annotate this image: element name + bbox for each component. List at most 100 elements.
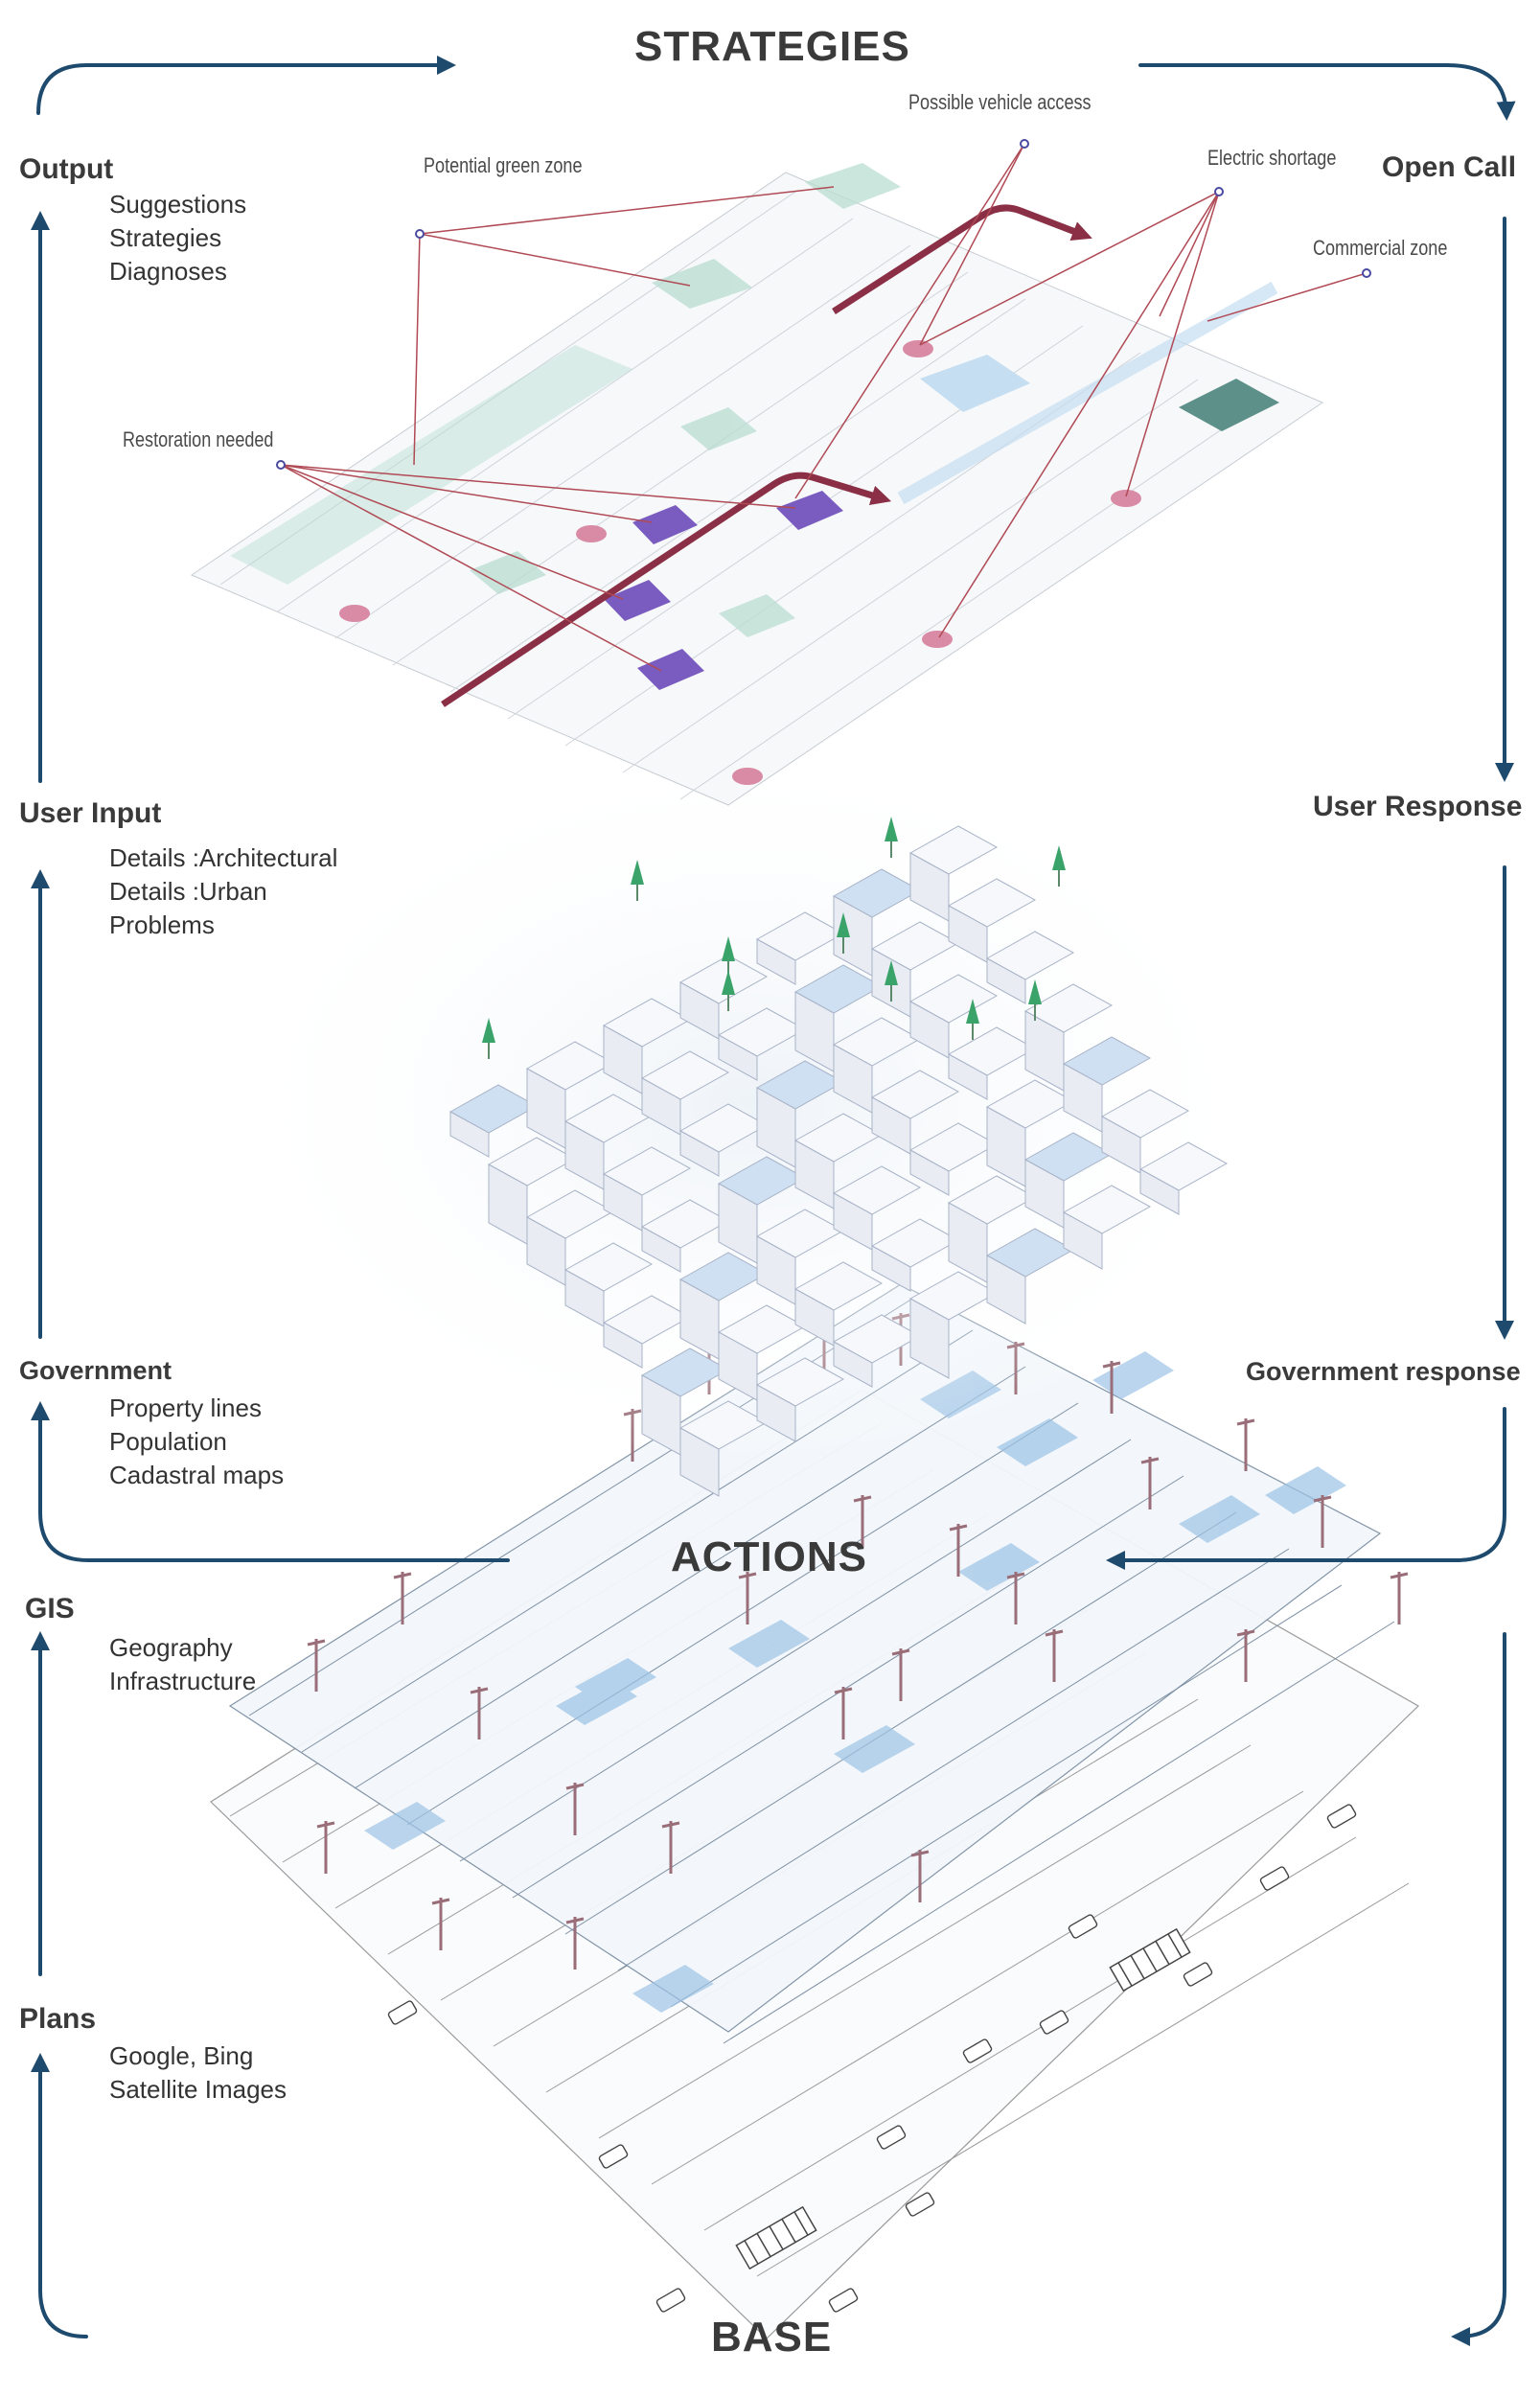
utility-pole-arm [1313, 1495, 1332, 1503]
city-building-wall [1063, 1211, 1103, 1270]
plans-item: Google, Bing [109, 2041, 254, 2070]
city-building-wall [679, 1427, 720, 1497]
utility-pole-arm [910, 1850, 930, 1857]
tree-crown [482, 1018, 495, 1043]
city-building-wall [756, 1384, 796, 1442]
city-building-wall [871, 1245, 911, 1292]
plans-item: Satellite Images [109, 2075, 287, 2104]
city-building-wall [909, 1149, 950, 1196]
utility-pole-arm [1006, 1572, 1025, 1579]
action-blue-patch [556, 1677, 637, 1725]
utility-pole-arm [1236, 1629, 1255, 1637]
utility-pole-arm [661, 1821, 680, 1829]
action-blue-patch [632, 1965, 714, 2013]
action-strip-line [617, 1548, 1290, 1971]
vehicle-path-1 [832, 204, 1092, 314]
utility-pole-arm [470, 1687, 489, 1694]
city-building-wall [909, 1298, 950, 1379]
tree-crown [966, 999, 979, 1024]
city-layer [211, 738, 1284, 1497]
action-strip-line [459, 1439, 1132, 1862]
top-strip-line [392, 271, 969, 666]
tree-crown [722, 970, 735, 995]
arrow-actions-left [31, 1401, 510, 1562]
city-building-wall [833, 1341, 873, 1388]
top-strip-line [449, 298, 1026, 693]
top-strip-line [277, 218, 854, 612]
top-strip-line [622, 379, 1199, 773]
action-strip-line [670, 1584, 1343, 2008]
arrow-plans-up [31, 2053, 88, 2338]
tree-crown [1052, 845, 1066, 870]
heading-plans: Plans [19, 2003, 97, 2035]
top-strip-line [219, 191, 796, 586]
utility-pole-arm [316, 1821, 335, 1829]
base-strip-line [598, 1744, 1252, 2139]
electric-points [339, 340, 1141, 785]
title-actions: ACTIONS [671, 1533, 867, 1580]
city-building-wall [679, 1130, 720, 1177]
action-blue-patch [728, 1620, 810, 1668]
annotation-vehicle-access: Possible vehicle access [908, 90, 1092, 114]
annotation-commercial-zone: Commercial zone [1313, 236, 1448, 260]
user-input-item: Problems [109, 910, 215, 939]
base-car [1259, 1866, 1290, 1891]
base-car [655, 2288, 686, 2313]
label-user-response: User Response [1313, 791, 1523, 822]
base-car [905, 2192, 935, 2217]
label-government-response: Government response [1246, 1357, 1521, 1386]
base-car [962, 2039, 993, 2063]
action-blue-patch [997, 1418, 1078, 1466]
utility-pole-arm [949, 1524, 968, 1532]
utility-pole-arm [891, 1648, 910, 1656]
top-strip-line [334, 244, 911, 639]
base-strip-line [651, 1790, 1304, 2185]
tree-crown [885, 817, 898, 841]
output-item: Suggestions [109, 190, 247, 219]
base-car [876, 2125, 907, 2150]
tree-crown [837, 912, 850, 937]
utility-pole-arm [393, 1572, 412, 1579]
heading-user-input: User Input [19, 797, 162, 829]
vehicle-path-2 [441, 472, 892, 707]
utility-pole-arm [565, 1783, 585, 1790]
annotation-electric-shortage: Electric shortage [1207, 146, 1337, 170]
base-car [1068, 1914, 1098, 1939]
tree-crown [885, 960, 898, 985]
action-blue-patch [834, 1725, 915, 1773]
utility-pole-arm [565, 1917, 585, 1924]
leader-lines [280, 143, 1368, 672]
arrow-gov-response [1106, 1407, 1506, 1570]
label-open-call: Open Call [1382, 151, 1517, 183]
utility-pole-arm [1045, 1629, 1064, 1637]
action-blue-patch [364, 1802, 446, 1850]
action-blue-patch [1265, 1466, 1346, 1514]
output-item: Strategies [109, 223, 222, 252]
utility-pole-arm [834, 1687, 853, 1694]
city-building-wall [756, 938, 796, 985]
base-car [1039, 2010, 1069, 2035]
base-cars [387, 1804, 1357, 2313]
action-blue-patch [1179, 1495, 1260, 1543]
heading-government: Government [19, 1356, 172, 1385]
heading-output: Output [19, 153, 114, 185]
base-buses [735, 1927, 1191, 2270]
title-base: BASE [711, 2314, 833, 2361]
title-strategies: STRATEGIES [634, 23, 910, 70]
city-building-wall [986, 1255, 1026, 1325]
base-car [1183, 1962, 1213, 1987]
utility-pole-arm [738, 1572, 757, 1579]
tree-crown [1028, 979, 1042, 1004]
utility-pole-arm [1390, 1572, 1409, 1579]
leader-dots [276, 139, 1371, 470]
utility-pole-arm [1236, 1418, 1255, 1426]
city-building-wall [1139, 1168, 1180, 1215]
arrow-base-down [1451, 1632, 1506, 2346]
arrow-top-left [36, 56, 456, 115]
government-item: Population [109, 1427, 227, 1456]
restoration-blocks [604, 491, 843, 690]
city-building-wall [449, 1111, 490, 1158]
government-item: Cadastral maps [109, 1461, 285, 1489]
heading-gis: GIS [25, 1593, 75, 1624]
